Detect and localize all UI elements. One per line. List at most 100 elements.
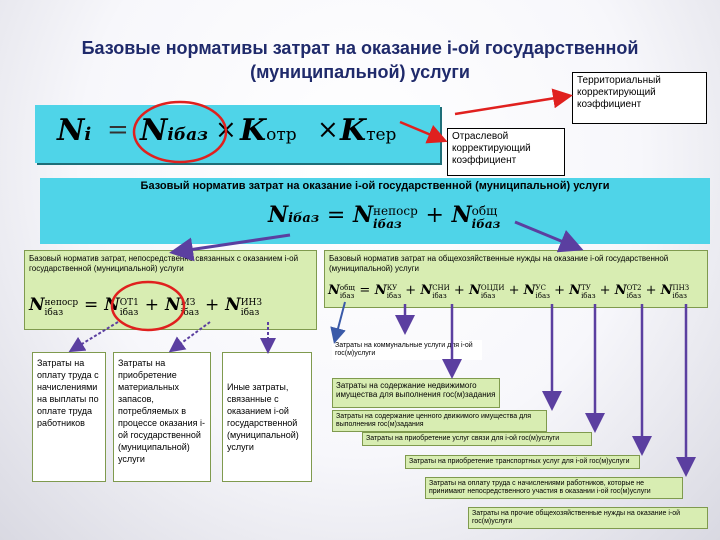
direct-a-sup: ОТ1: [119, 298, 139, 308]
general-term-sup: ТУ: [581, 284, 591, 292]
sectoral-coefficient-note: Отраслевой корректирующий коэффициент: [447, 128, 565, 176]
base-t1-sup: непоср: [373, 204, 418, 218]
page-title: Базовые нормативы затрат на оказание i-о…: [40, 36, 680, 84]
direct-equals: =: [84, 295, 99, 315]
general-plus-1: +: [401, 283, 421, 298]
cost-label-transport: Затраты на приобретение транспортных усл…: [405, 455, 640, 469]
column-material-costs: Затраты на приобретение материальных зап…: [113, 352, 211, 482]
formula-k1-symbol: K: [240, 113, 267, 148]
general-term-sup: ОЦДИ: [480, 284, 505, 292]
highlight-n-ibaz-ellipse: [132, 100, 228, 164]
general-costs-heading: Базовый норматив затрат на общехозяйстве…: [329, 254, 669, 273]
direct-b-symbol: N: [164, 295, 181, 315]
general-costs-block: Базовый норматив затрат на общехозяйстве…: [324, 250, 708, 308]
direct-c-symbol: N: [225, 295, 241, 315]
general-term-sup: ОТ2: [626, 284, 642, 292]
cost-label-real-estate: Затраты на содержание недвижимого имущес…: [332, 378, 500, 408]
column-labor-costs: Затраты на оплату труда с начислениями н…: [32, 352, 106, 482]
formula-equals: =: [107, 115, 129, 145]
direct-lhs-sub: iбаз: [44, 308, 64, 318]
base-t2-symbol: N: [451, 202, 472, 228]
direct-lhs-symbol: N: [29, 295, 45, 315]
direct-b-sup: МЗ: [180, 298, 196, 308]
general-term-sub: iбаз: [535, 292, 550, 300]
general-plus-6: +: [641, 283, 661, 298]
direct-lhs-sup: непоср: [44, 298, 79, 308]
general-term-symbol: N: [660, 283, 673, 298]
formula-n-base: Niбаз: [140, 113, 208, 148]
base-equals: =: [326, 203, 346, 228]
general-term-sub: iбаз: [626, 292, 642, 300]
cost-label-utilities: Затраты на коммунальные услуги для i-ой …: [332, 340, 482, 360]
title-line-1: Базовые нормативы затрат на оказание i-о…: [81, 38, 639, 58]
direct-plus-2: +: [204, 295, 220, 315]
formula-times-2: ×: [317, 115, 339, 145]
general-term-sub: iбаз: [480, 292, 496, 300]
general-term-symbol: N: [614, 283, 627, 298]
formula-k2-sub: тер: [366, 125, 397, 145]
title-line-2: (муниципальной) услуги: [250, 62, 470, 82]
general-term-sub: iбаз: [581, 292, 596, 300]
arrow-to-labor-column: [68, 321, 119, 353]
base-norm-heading: Базовый норматив затрат на оказание i-ой…: [140, 180, 610, 192]
general-term-sub: iбаз: [386, 292, 402, 300]
direct-c-sup: ИНЗ: [240, 298, 263, 308]
highlight-ot1-ellipse: [110, 280, 186, 332]
cost-label-movable-property: Затраты на содержание ценного движимого …: [332, 410, 547, 432]
territorial-coefficient-note: Территориальный корректирующий коэффицие…: [572, 72, 707, 124]
arrow-to-general-block: [514, 220, 584, 253]
direct-costs-block: Базовый норматив затрат, непосредственно…: [24, 250, 317, 330]
direct-b-sub: iбаз: [180, 308, 200, 318]
general-term-symbol: N: [420, 283, 433, 298]
formula-k1-sub: отр: [266, 125, 297, 145]
general-plus-3: +: [504, 283, 524, 298]
formula-k-otr: Kотр: [240, 113, 297, 148]
cost-label-indirect-labor: Затраты на оплату труда с начислениями р…: [425, 477, 683, 499]
base-t1-symbol: N: [352, 202, 374, 228]
arrow-to-sectoral-note: [399, 120, 448, 144]
base-t2-sub: iбаз: [471, 217, 501, 231]
base-t2-sup: общ: [471, 204, 498, 218]
general-equals: =: [359, 283, 371, 298]
direct-c-sub: iбаз: [240, 308, 260, 318]
direct-a-sub: iбаз: [119, 308, 139, 318]
general-term-sup: УС: [535, 284, 546, 292]
formula-lhs-sub: i: [84, 124, 92, 145]
arrow-to-direct-block: [169, 233, 291, 262]
general-lhs-symbol: N: [328, 283, 340, 298]
general-term-sup: СНИ: [432, 284, 450, 292]
formula-n-sub: iбаз: [167, 125, 209, 145]
general-plus-2: +: [449, 283, 469, 298]
base-n-sub: iбаз: [288, 211, 320, 226]
general-term-sup: КУ: [386, 284, 398, 292]
cost-label-communications: Затраты на приобретение услуг связи для …: [362, 432, 592, 446]
general-term-sup: ПНЗ: [672, 284, 690, 292]
formula-k2-symbol: K: [340, 113, 367, 148]
general-term-symbol: N: [374, 283, 387, 298]
general-term-symbol: N: [523, 283, 536, 298]
formula-lhs-symbol: N: [57, 113, 85, 148]
general-plus-5: +: [595, 283, 615, 298]
column-other-costs: Иные затраты, связанные с оказанием i-ой…: [222, 352, 312, 482]
general-term-symbol: N: [468, 283, 481, 298]
formula-k-ter: Kтер: [340, 113, 396, 148]
arrow-to-material-column: [168, 321, 211, 353]
general-lhs-sup: общ: [339, 284, 355, 292]
general-plus-4: +: [550, 283, 570, 298]
general-term-sub: iбаз: [672, 292, 687, 300]
